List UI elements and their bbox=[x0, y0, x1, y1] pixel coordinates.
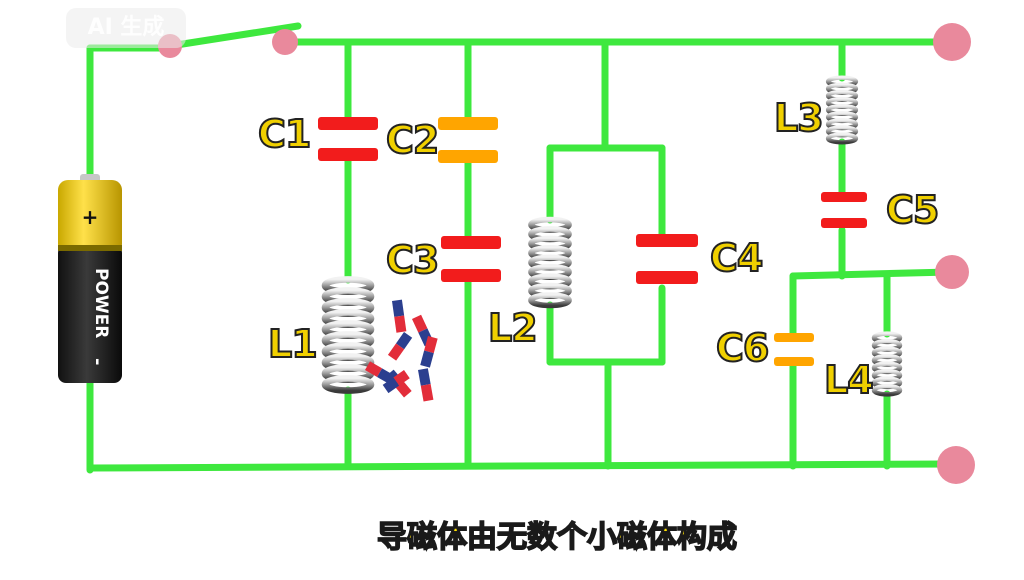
label-c2: C2 bbox=[385, 117, 440, 163]
magnet-4 bbox=[420, 336, 438, 368]
magnet-3 bbox=[387, 332, 413, 361]
label-c3: C3 bbox=[385, 237, 440, 283]
battery-brand: POWER bbox=[91, 268, 111, 338]
battery: + POWER - bbox=[58, 174, 122, 383]
label-l2: L2 bbox=[487, 305, 539, 351]
label-c1: C1 bbox=[257, 111, 312, 157]
label-l3: L3 bbox=[773, 95, 825, 141]
wire-bottom bbox=[86, 460, 954, 472]
capacitor-c3 bbox=[441, 236, 501, 282]
capacitor-c4 bbox=[636, 234, 698, 284]
capacitor-c1 bbox=[318, 117, 378, 161]
switch-lever bbox=[166, 22, 302, 50]
magnet-1 bbox=[392, 299, 407, 333]
magnet-7 bbox=[382, 370, 410, 394]
terminal-top-right bbox=[933, 23, 971, 61]
capacitor-c6 bbox=[774, 333, 814, 366]
wire-mid-right bbox=[789, 268, 954, 280]
small-magnets bbox=[365, 299, 438, 402]
terminal-bottom-right bbox=[937, 446, 975, 484]
capacitors bbox=[318, 117, 867, 366]
coil-turn bbox=[871, 383, 903, 397]
inductors bbox=[321, 75, 903, 397]
label-c5: C5 bbox=[885, 187, 940, 233]
capacitor-c5 bbox=[821, 192, 867, 228]
subtitle-caption: 导磁体由无数个小磁体构成 bbox=[376, 519, 738, 556]
battery-plus: + bbox=[82, 205, 99, 229]
label-c4: C4 bbox=[709, 235, 764, 281]
switch-contact-terminal bbox=[272, 29, 298, 55]
battery-body bbox=[58, 245, 122, 383]
capacitor-c2 bbox=[438, 117, 498, 163]
coil-turn bbox=[321, 375, 375, 394]
magnet-8 bbox=[418, 368, 434, 402]
label-c6: C6 bbox=[715, 325, 770, 371]
coil-turn bbox=[825, 132, 859, 145]
inductor-l3 bbox=[825, 75, 859, 145]
battery-band bbox=[58, 245, 122, 251]
battery-minus: - bbox=[87, 358, 108, 365]
ai-generated-watermark: AI 生成 bbox=[66, 8, 186, 48]
inductor-l1 bbox=[321, 276, 375, 394]
inductor-l4 bbox=[871, 331, 903, 397]
inductor-l2 bbox=[528, 216, 572, 309]
label-l1: L1 bbox=[267, 321, 319, 367]
coil-turn bbox=[528, 292, 572, 309]
label-l4: L4 bbox=[823, 357, 875, 403]
battery-top bbox=[58, 180, 122, 254]
wires bbox=[86, 22, 954, 474]
terminal-mid-right bbox=[935, 255, 969, 289]
